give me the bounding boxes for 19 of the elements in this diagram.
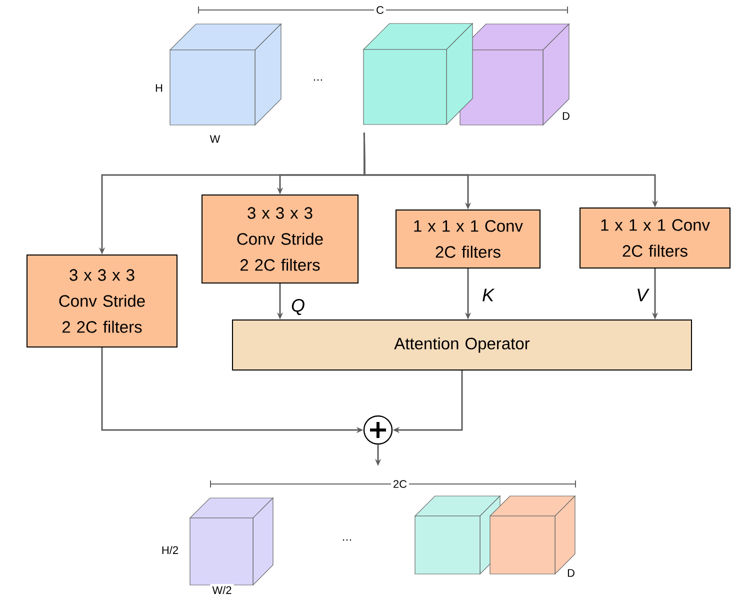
- dimension-label: …: [310, 77, 326, 83]
- conv-box: 1 x 1 x 1 Conv 2C filters: [396, 210, 540, 268]
- edge-label: Q: [290, 298, 306, 316]
- dimension-label: W/2: [210, 584, 234, 596]
- conv-box: 1 x 1 x 1 Conv 2C filters: [580, 208, 730, 268]
- edge-label: K: [481, 288, 495, 302]
- conv-box: 3 x 3 x 3 Conv Stride 2 2C filters: [202, 194, 358, 284]
- edge-label: V: [635, 288, 650, 302]
- dimension-label: …: [340, 537, 354, 543]
- dimension-label: D: [565, 567, 577, 579]
- dimension-label: W: [208, 133, 222, 145]
- dimension-label: D: [560, 110, 572, 122]
- attention-box: Attention Operator: [232, 320, 692, 370]
- conv-box: 3 x 3 x 3 Conv Stride 2 2C filters: [26, 254, 178, 348]
- dimension-label: H: [153, 82, 165, 94]
- dimension-label: H/2: [159, 544, 181, 556]
- sum-circle: [363, 415, 393, 445]
- dimension-label: C: [374, 4, 386, 16]
- dimension-label: 2C: [390, 478, 410, 490]
